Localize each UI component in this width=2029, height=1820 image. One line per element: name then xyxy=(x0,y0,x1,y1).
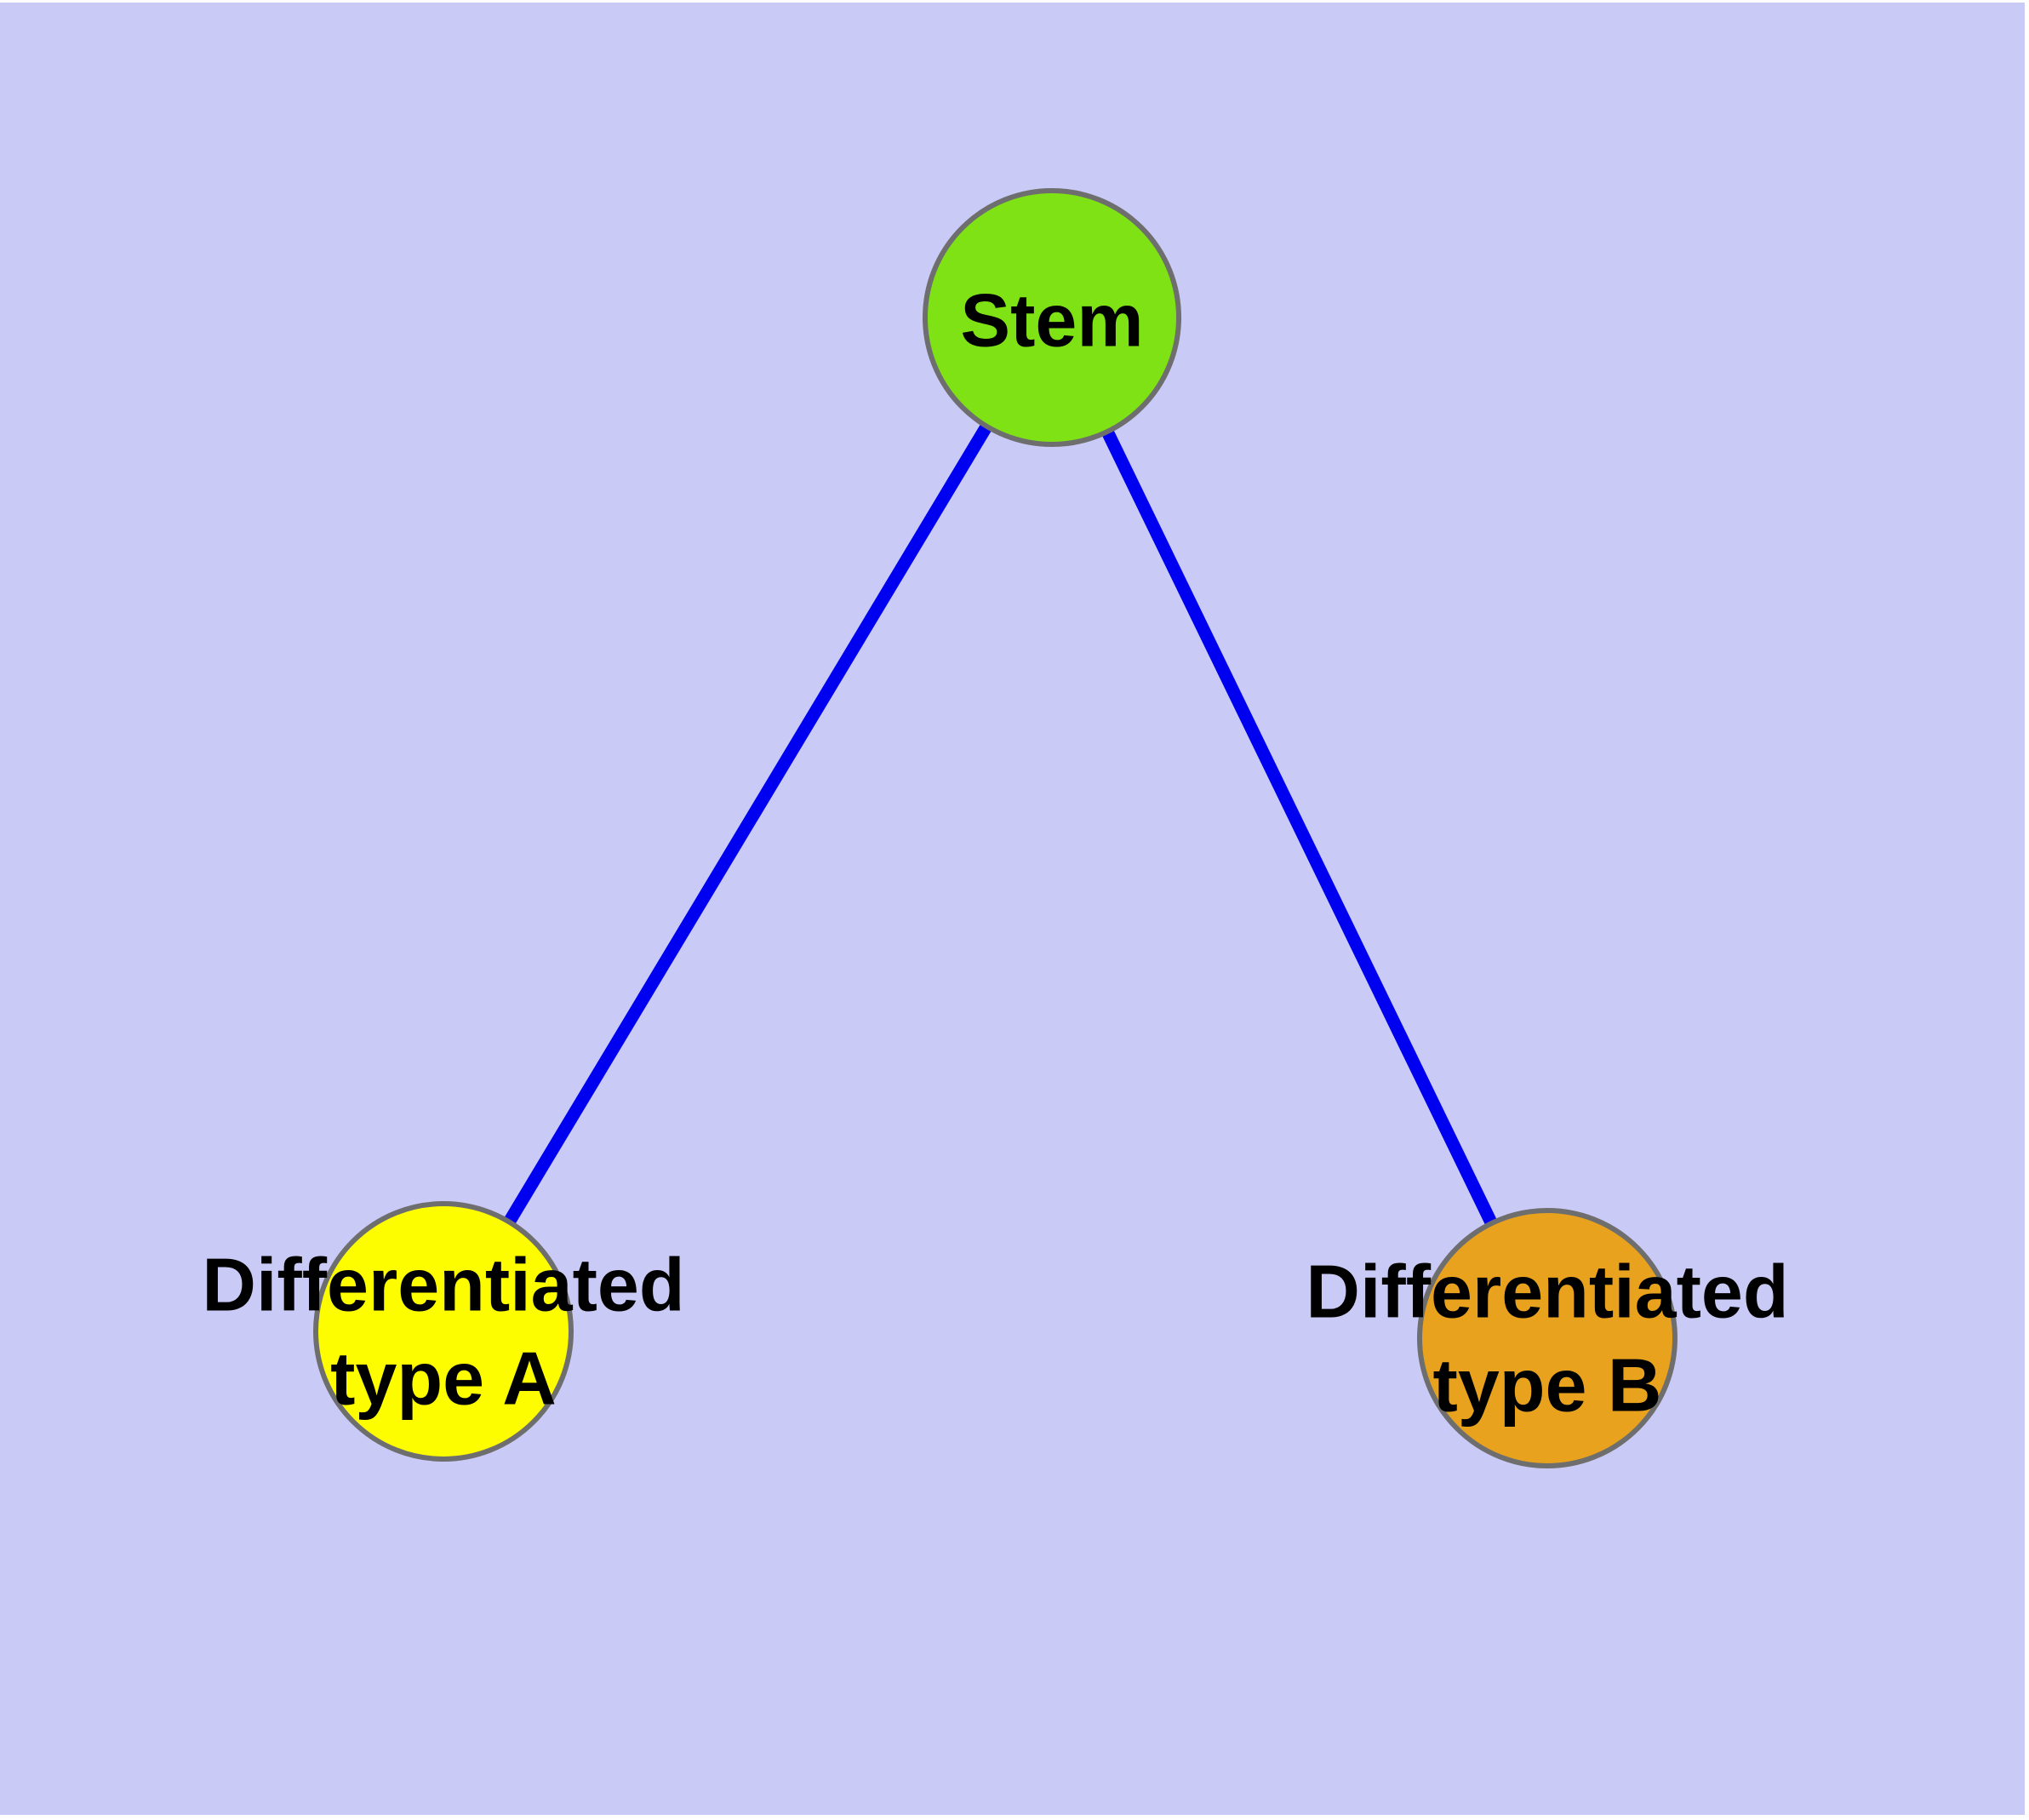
edge-stem-to-type-a xyxy=(437,314,1058,1335)
node-differentiated-type-a xyxy=(313,1201,574,1462)
node-type-a-label-line2: type A xyxy=(330,1336,557,1421)
node-group xyxy=(313,188,1677,1468)
node-type-a-label-line1: Differentiated xyxy=(202,1243,684,1327)
node-differentiated-type-b xyxy=(1417,1208,1677,1468)
edge-group xyxy=(437,314,1553,1342)
node-stem xyxy=(923,188,1181,447)
node-label-group: Stem Differentiated type A Differentiate… xyxy=(202,278,1788,1428)
node-stem-label: Stem xyxy=(960,278,1143,363)
node-type-b-label-line2: type B xyxy=(1433,1343,1662,1428)
edge-stem-to-type-b xyxy=(1046,314,1553,1342)
node-type-b-label-line1: Differentiated xyxy=(1306,1250,1788,1334)
